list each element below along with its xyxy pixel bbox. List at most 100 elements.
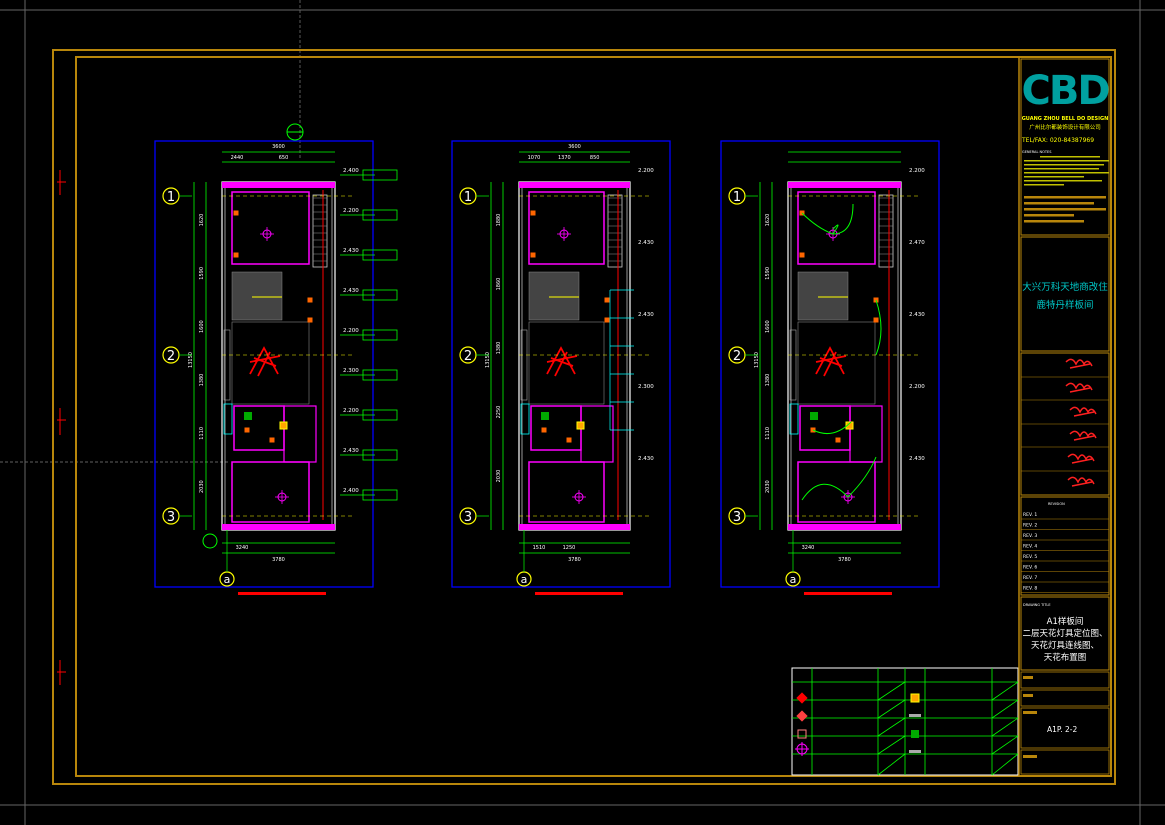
dimension-label: 1600 [199,320,205,333]
dimension-label: 1860 [496,278,502,291]
wardrobe [878,194,894,268]
ceiling-height-label: 2.470 [909,240,925,246]
top-wall [222,182,335,188]
ceiling-height-label: 2.200 [638,168,654,174]
legend-symbols [795,692,921,756]
drawing-title-line-1: A1样板间 [1047,616,1084,627]
ceiling-height-label: 2.430 [638,240,654,246]
downlight-icon [233,252,239,258]
revision-label: REVISION [1048,502,1065,506]
margin-marks [57,170,66,685]
dimension-label: 1510 [533,545,546,551]
dimension-label: 1370 [558,155,571,161]
revision-item: REV. 8 [1023,586,1037,592]
revision-item: REV. 4 [1023,544,1037,550]
bedroom-ceiling [231,191,310,265]
dimension-label: 1380 [765,374,771,387]
downlight-icon [307,317,313,323]
revision-list: REV. 1 REV. 2 REV. 3 REV. 4 REV. 5 REV. 6 REV.… [1021,512,1109,593]
axis-label: 1 [464,190,472,205]
ceiling-height-label: 2.430 [343,448,359,454]
wiring-lines [801,203,882,501]
downlight-icon [269,437,275,443]
wardrobe [312,194,328,268]
data-lines [609,289,634,431]
revision-item: REV. 3 [1023,533,1037,539]
revision-item: REV. 1 [1023,512,1037,518]
general-notes-label: GENERAL NOTES [1022,150,1052,154]
drawing-title-label: DRAWING TITLE [1023,603,1051,607]
axis-bubble: 3 [162,507,192,525]
downlight-icon [799,252,805,258]
dimension-label: 1590 [765,267,771,280]
downlight-icon [835,437,841,443]
plan-frame [451,140,671,588]
drawing-title-line-2: 二层天花灯具定位图、 [1022,628,1107,639]
dimension-label: 1250 [563,545,576,551]
revision-item: REV. 5 [1023,554,1037,560]
dimension-label: 1600 [765,320,771,333]
company-name-cn: 广州比尔都装饰设计有限公司 [1029,123,1101,131]
chandelier-icon [815,346,847,377]
stair [231,271,283,321]
revision-item: REV. 2 [1023,523,1037,529]
axis-label: 2 [167,349,175,364]
bedroom-ceiling [528,191,605,265]
dimension-label: 1070 [528,155,541,161]
axis-label: a [224,573,231,586]
callout-box [362,489,398,501]
axis-label: 2 [464,349,472,364]
cad-crosshair [0,0,301,463]
axis-bubble: 2 [162,346,192,364]
legend-table [791,667,1019,776]
axis-bubble: 3 [728,507,758,525]
callout-box [362,409,398,421]
callout-box [362,209,398,221]
chandelier-icon [249,346,281,377]
ceiling-height-label: 2.430 [909,312,925,318]
exhaust-fan-icon [910,693,920,703]
dimension-label: 1380 [496,342,502,355]
dimension-label: 3780 [568,557,581,563]
kitchen [797,461,876,523]
dimension-label: 1380 [199,374,205,387]
ceiling-height-label: 2.200 [909,384,925,390]
dimension-label: 1110 [765,427,771,440]
kitchen [231,461,310,523]
bottom-wall [788,524,901,530]
revision-item: REV. 7 [1023,575,1037,581]
ceiling-height-label: 2.300 [638,384,654,390]
callout-box [362,449,398,461]
downlight-icon [541,427,547,433]
company-name-en: GUANG ZHOU BELL DO DESIGN [1022,116,1109,122]
downlight-icon [873,317,879,323]
vent-icon [911,730,919,738]
downlight-icon [244,427,250,433]
downlight-icon [566,437,572,443]
living-area [528,321,605,405]
axis-label: 3 [464,510,472,525]
living-area [797,321,876,405]
downlight-icon [604,317,610,323]
dimension-label: 650 [279,155,289,161]
bottom-wall [519,524,630,530]
downlight-icon [604,297,610,303]
callout-box [362,249,398,261]
axis-bubble: 3 [459,507,489,525]
callout-box [362,169,398,181]
top-wall [519,182,630,188]
vent-icon [810,412,818,420]
title-block: CBD GUANG ZHOU BELL DO DESIGN 广州比尔都装饰设计有… [1018,56,1112,777]
dimension-label: 3240 [802,545,815,551]
axis-label: 2 [733,349,741,364]
kitchen [528,461,605,523]
axis-bubble: a [785,571,801,587]
ceiling-height-label: 2.400 [343,168,359,174]
plan-frame [154,140,374,588]
plan-ceiling-layout: 32403780162015901600138011102030131502.2… [720,140,940,595]
ceiling-height-label: 2.200 [343,408,359,414]
revision-item: REV. 6 [1023,565,1037,571]
